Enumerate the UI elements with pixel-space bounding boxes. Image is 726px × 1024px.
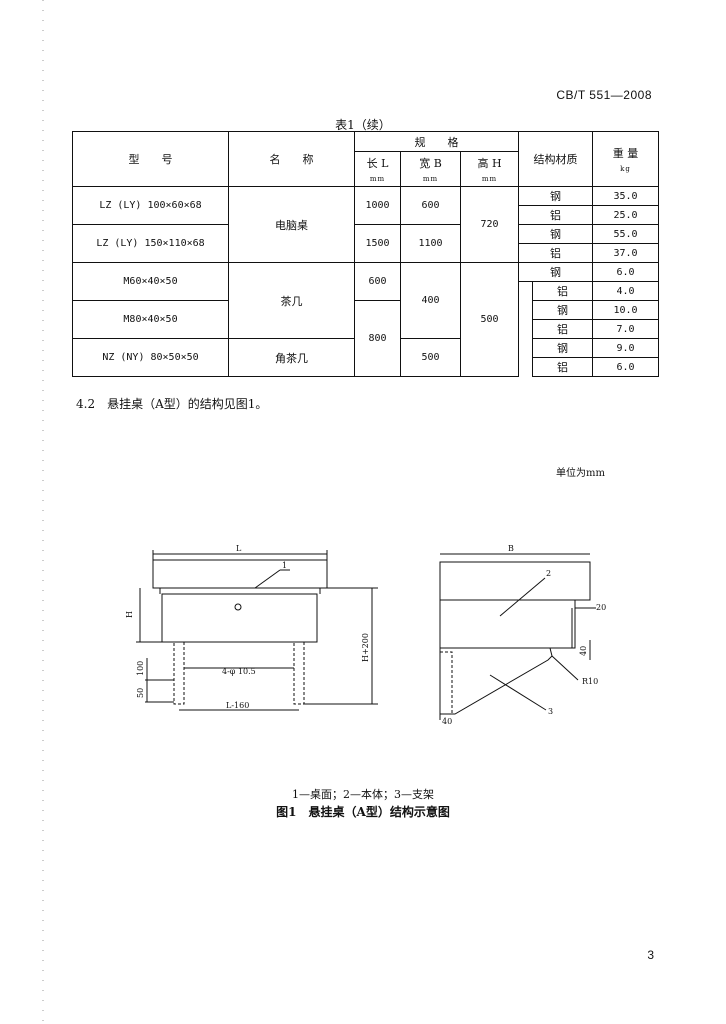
desk-top <box>152 559 328 589</box>
table-cell-model: M60×40×50 <box>72 262 229 301</box>
header-spec: 规 格 <box>354 131 519 152</box>
table-cell-model: NZ (NY) 80×50×50 <box>72 338 229 377</box>
table-cell-height: 500 <box>460 262 519 377</box>
hole-spec: 4-φ 10.5 <box>222 667 256 676</box>
table-cell-weight: 6.0 <box>592 357 659 377</box>
table-cell-width: 1100 <box>400 224 461 263</box>
table-cell-length: 1500 <box>354 224 401 263</box>
leader-1 <box>254 569 281 589</box>
table-cell-weight: 55.0 <box>592 224 659 244</box>
leader-r10 <box>551 655 579 681</box>
table-cell-weight: 9.0 <box>592 338 659 358</box>
table-cell-weight: 4.0 <box>592 281 659 301</box>
header-length-label: 长 L <box>366 157 389 170</box>
header-height: 高 H mm <box>460 151 519 187</box>
header-name: 名 称 <box>228 131 355 187</box>
table-cell-material: 钢 <box>532 300 593 320</box>
dim-20: 20 <box>596 603 606 612</box>
callout-1: 1 <box>282 561 287 570</box>
section-text: 4.2 悬挂桌（A型）的结构见图1。 <box>76 397 268 411</box>
table-cell-material: 钢 <box>518 224 593 244</box>
dim-40b: 40 <box>442 717 452 726</box>
dim-L: L <box>236 544 242 553</box>
leader-3 <box>489 674 547 711</box>
table-cell-weight: 6.0 <box>592 262 659 282</box>
figure-caption: 图1 悬挂桌（A型）结构示意图 <box>276 805 450 819</box>
table-cell-length: 800 <box>354 300 401 377</box>
table-cell-model: LZ (LY) 150×110×68 <box>72 224 229 263</box>
header-height-label: 高 H <box>477 157 502 170</box>
hole-icon <box>234 603 242 611</box>
table-cell-name: 茶几 <box>228 262 355 339</box>
dim-40: 40 <box>579 646 588 656</box>
callout-3: 3 <box>548 707 553 716</box>
header-weight: 重 量 kg <box>592 131 659 187</box>
header-model: 型 号 <box>72 131 229 187</box>
dim-H: H <box>125 611 134 618</box>
unit-mm: mm <box>422 175 439 183</box>
header-weight-label: 重 量 <box>612 147 639 160</box>
side-view: 20 B 2 40 R10 3 40 <box>439 544 606 726</box>
table-spacer <box>518 281 533 377</box>
unit-mm: mm <box>481 175 498 183</box>
standard-code: CB/T 551—2008 <box>556 88 652 102</box>
front-view: L 1 H 100 50 4-φ 10.5 L-160 H+200 <box>125 544 378 711</box>
table-cell-material: 钢 <box>518 186 593 206</box>
table-cell-length: 600 <box>354 262 401 301</box>
table-cell-width: 600 <box>400 186 461 225</box>
table-cell-name: 电脑桌 <box>228 186 355 263</box>
unit-mm: mm <box>369 175 386 183</box>
callout-2: 2 <box>546 569 551 578</box>
figure-legend: 1—桌面；2—本体；3—支架 <box>292 788 434 801</box>
table-cell-length: 1000 <box>354 186 401 225</box>
dim-50: 50 <box>136 688 145 698</box>
table-cell-width: 500 <box>400 338 461 377</box>
table-cell-weight: 10.0 <box>592 300 659 320</box>
header-width: 宽 B mm <box>400 151 461 187</box>
table-cell-weight: 35.0 <box>592 186 659 206</box>
leg-left <box>173 641 185 705</box>
table-cell-material: 铝 <box>532 357 593 377</box>
table-cell-model: M80×40×50 <box>72 300 229 339</box>
table-cell-name: 角茶几 <box>228 338 355 377</box>
table-caption: 表1（续） <box>335 118 391 132</box>
side-top <box>439 561 591 601</box>
dim-100: 100 <box>136 661 145 676</box>
header-width-label: 宽 B <box>419 157 442 170</box>
binding-margin <box>42 0 44 1024</box>
spec-table: 型 号 名 称 规 格 结构材质 重 量 kg 长 L mm 宽 B mm 高 H m… <box>72 131 659 377</box>
unit-note: 单位为mm <box>556 468 605 479</box>
figure-drawing: L 1 H 100 50 4-φ 10.5 L-160 H+200 20 B 2 <box>125 544 606 726</box>
dim-R10: R10 <box>582 677 598 686</box>
page-number: 3 <box>647 948 654 962</box>
header-material: 结构材质 <box>518 131 593 187</box>
table-cell-material: 钢 <box>532 338 593 358</box>
dim-B: B <box>508 544 514 553</box>
leader-2 <box>499 577 546 617</box>
table-cell-material: 钢 <box>518 262 593 282</box>
bracket-bolt <box>439 651 453 715</box>
header-length: 长 L mm <box>354 151 401 187</box>
side-body <box>439 599 576 649</box>
leg-right <box>293 641 305 705</box>
header-weight-unit: kg <box>620 165 631 173</box>
table-cell-height: 720 <box>460 186 519 263</box>
table-cell-material: 铝 <box>532 319 593 339</box>
table-cell-model: LZ (LY) 100×60×68 <box>72 186 229 225</box>
table-cell-material: 铝 <box>532 281 593 301</box>
dim-L160: L-160 <box>226 701 249 710</box>
table-cell-weight: 7.0 <box>592 319 659 339</box>
table-cell-material: 铝 <box>518 243 593 263</box>
table-cell-weight: 25.0 <box>592 205 659 225</box>
desk-body <box>161 593 318 643</box>
table-cell-material: 铝 <box>518 205 593 225</box>
dim-H200: H+200 <box>361 633 370 662</box>
table-cell-weight: 37.0 <box>592 243 659 263</box>
table-cell-width: 400 <box>400 262 461 339</box>
bracket <box>440 647 553 715</box>
